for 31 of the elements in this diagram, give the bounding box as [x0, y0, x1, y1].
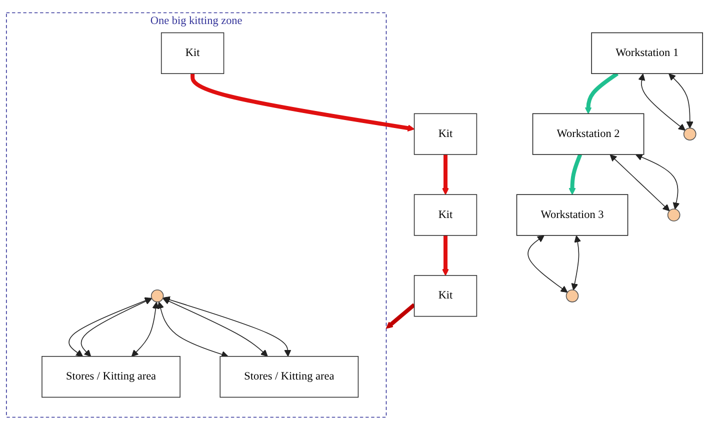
node-box: Kit [160, 32, 224, 74]
arrow [571, 235, 582, 290]
arrow [668, 74, 694, 128]
arrow [442, 154, 450, 195]
node-box: Stores / Kitting area [220, 356, 359, 398]
arrow [442, 235, 450, 276]
arrow [610, 154, 670, 212]
node-box: Workstation 2 [532, 113, 644, 155]
arrow [162, 298, 268, 357]
arrow [80, 298, 152, 357]
arrow [636, 154, 680, 210]
node-box: Kit [414, 275, 478, 317]
node-circle [683, 128, 696, 140]
node-circle [566, 290, 579, 302]
node-box: Workstation 1 [591, 32, 703, 74]
arrow [68, 297, 152, 357]
node-box: Stores / Kitting area [42, 356, 180, 398]
node-box: Kit [414, 113, 478, 155]
arrow [584, 72, 619, 114]
arrow [568, 154, 582, 195]
arrow [190, 74, 415, 132]
arrow [638, 74, 686, 131]
arrow [157, 302, 228, 358]
arrow [131, 302, 160, 357]
node-box: Workstation 3 [516, 194, 628, 236]
node-circle [667, 208, 680, 222]
node-circle [150, 290, 164, 302]
arrow [528, 235, 568, 293]
arrow [386, 303, 416, 329]
node-box: Kit [414, 194, 478, 236]
arrow [163, 296, 292, 357]
